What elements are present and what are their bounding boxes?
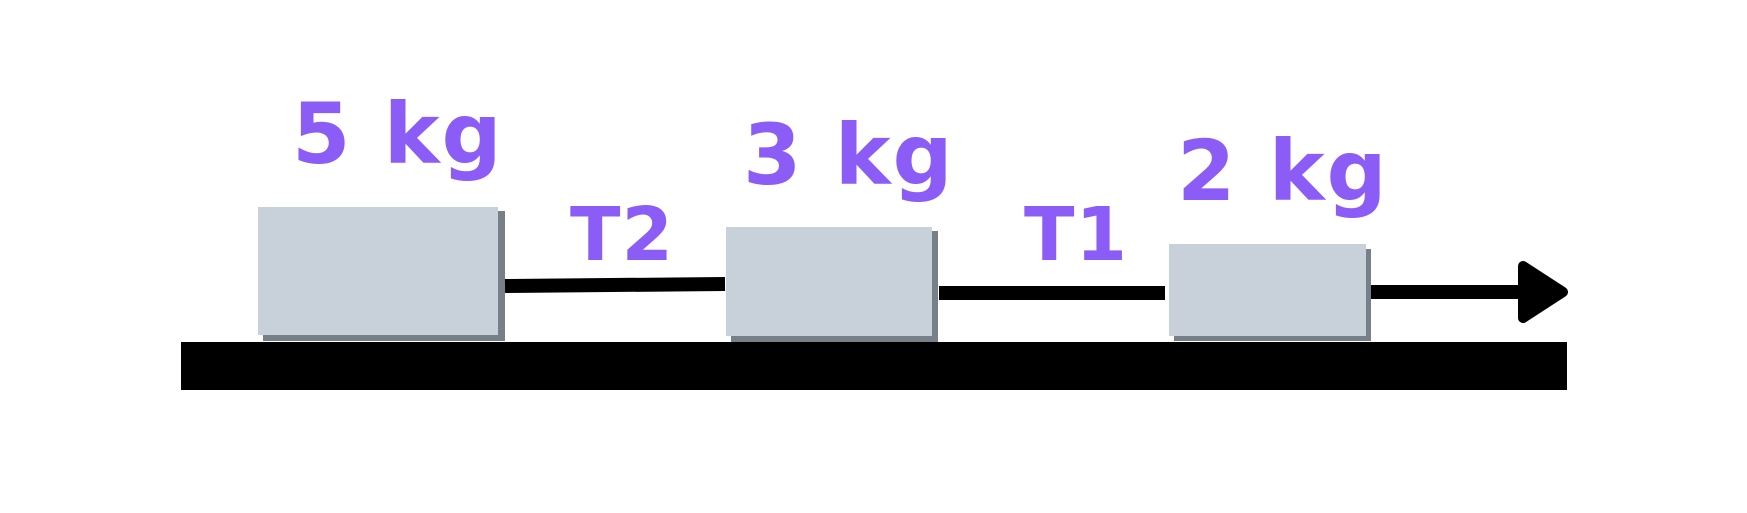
block-body: [258, 207, 498, 335]
arrow-right-icon: [1371, 261, 1568, 323]
mass-label-5kg: 5 kg: [292, 85, 504, 183]
arrow-head: [1518, 261, 1568, 323]
mass-label-3kg: 3 kg: [743, 106, 955, 204]
block-3kg: [726, 227, 938, 342]
mass-label-2kg: 2 kg: [1177, 122, 1389, 220]
block-body: [726, 227, 932, 336]
block-5kg: [258, 207, 505, 341]
block-body: [1169, 244, 1366, 336]
ground-surface: [181, 342, 1567, 390]
tension-label-t1: T1: [1024, 192, 1128, 278]
tension-label-t2: T2: [570, 192, 674, 278]
block-2kg: [1169, 244, 1371, 341]
rope-t2: [504, 277, 726, 293]
